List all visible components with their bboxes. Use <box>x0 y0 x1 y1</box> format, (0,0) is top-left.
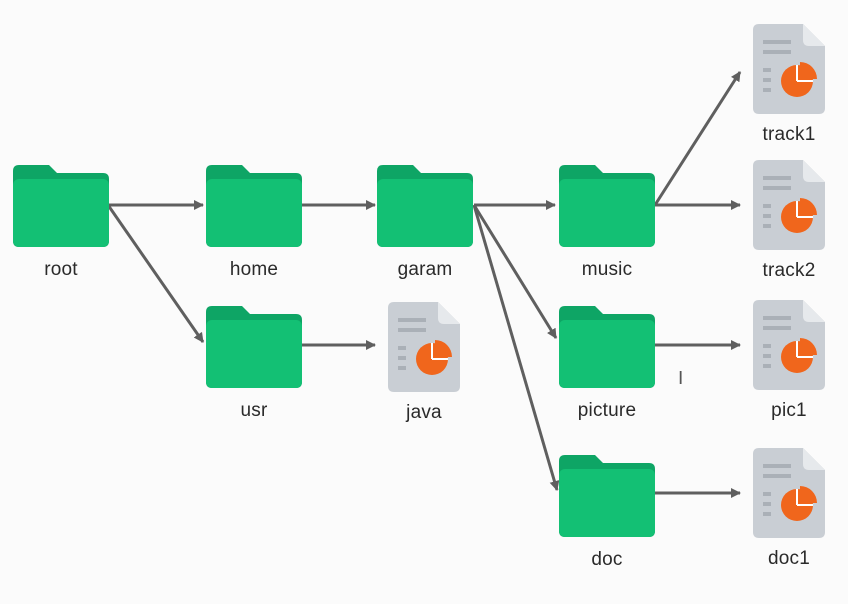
file-chart-icon <box>753 24 825 114</box>
file-label-track2: track2 <box>762 260 816 281</box>
folder-label-usr: usr <box>240 400 268 421</box>
folder-icon <box>13 165 109 247</box>
folder-icon <box>559 165 655 247</box>
file-node-track2[interactable]: track2 <box>739 160 839 282</box>
edge-garam-doc <box>472 204 560 491</box>
folder-node-picture[interactable]: picture <box>557 306 657 422</box>
file-chart-icon <box>753 448 825 538</box>
file-chart-icon <box>753 300 825 390</box>
file-chart-icon <box>753 160 825 250</box>
edge-root-usr <box>106 204 205 343</box>
folder-icon <box>206 306 302 388</box>
folder-node-music[interactable]: music <box>557 165 657 281</box>
folder-label-doc: doc <box>591 549 623 570</box>
folder-icon <box>559 455 655 537</box>
folder-label-music: music <box>581 259 633 280</box>
folder-icon <box>206 165 302 247</box>
text-cursor-icon: I <box>678 368 684 389</box>
file-label-track1: track1 <box>762 124 816 145</box>
edge-garam-picture <box>472 204 558 339</box>
folder-node-usr[interactable]: usr <box>204 306 304 422</box>
file-label-pic1: pic1 <box>771 400 807 421</box>
folder-icon <box>377 165 473 247</box>
folder-node-garam[interactable]: garam <box>375 165 475 281</box>
folder-icon <box>559 306 655 388</box>
folder-node-doc[interactable]: doc <box>557 455 657 571</box>
file-node-doc1[interactable]: doc1 <box>739 448 839 570</box>
folder-label-picture: picture <box>577 400 637 421</box>
file-label-doc1: doc1 <box>767 548 810 569</box>
folder-label-garam: garam <box>397 259 453 280</box>
edge-music-track1 <box>653 71 742 206</box>
file-node-java[interactable]: java <box>374 302 474 424</box>
folder-node-home[interactable]: home <box>204 165 304 281</box>
file-node-track1[interactable]: track1 <box>739 24 839 146</box>
file-node-pic1[interactable]: pic1 <box>739 300 839 422</box>
folder-label-root: root <box>44 259 78 280</box>
folder-node-root[interactable]: root <box>11 165 111 281</box>
file-chart-icon <box>388 302 460 392</box>
file-label-java: java <box>406 402 442 423</box>
folder-label-home: home <box>229 259 279 280</box>
